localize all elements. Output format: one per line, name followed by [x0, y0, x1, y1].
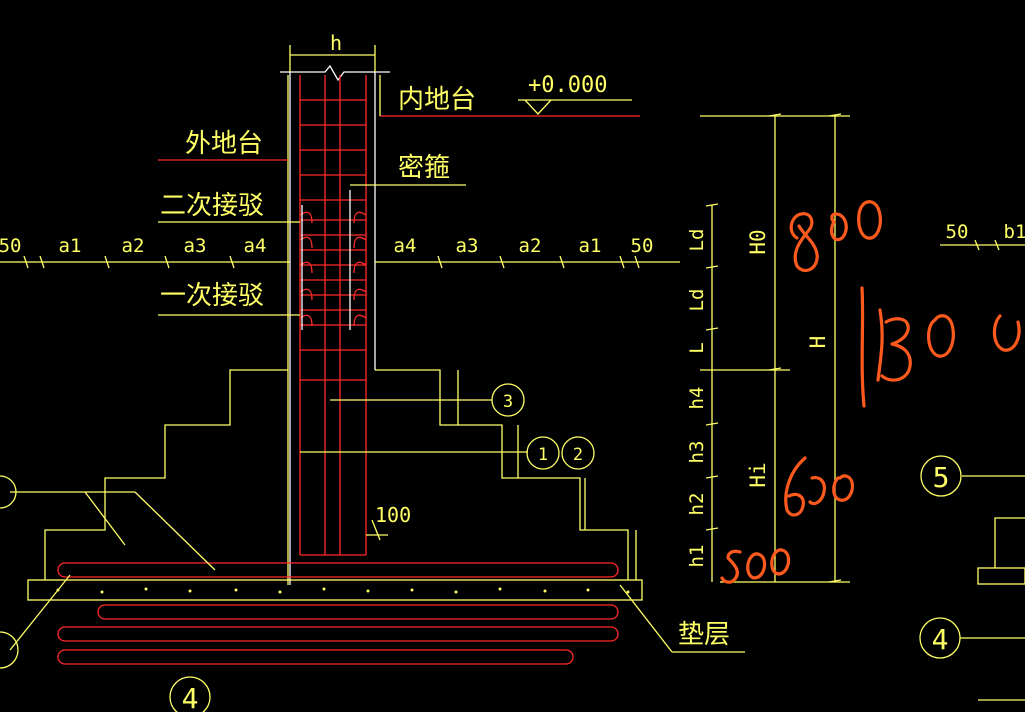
handwritten-600	[784, 456, 854, 517]
dim-100-label: 100	[375, 503, 411, 527]
vertical-dimensions	[700, 113, 850, 583]
vert-dim-h4: h4	[686, 387, 708, 410]
right-fragment	[940, 239, 1025, 701]
vert-dim-h3: h3	[686, 441, 708, 464]
right-dim-a2: a2	[519, 235, 542, 257]
left-dim-a1: a1	[59, 235, 82, 257]
vert-dim-L: L	[686, 342, 708, 353]
right-dim-50: 50	[631, 235, 654, 257]
right-dim-a3: a3	[456, 235, 479, 257]
dim-H: H	[806, 336, 830, 349]
handwritten-500	[720, 548, 791, 584]
callout-4: 4	[932, 623, 949, 656]
callout-1: 1	[538, 445, 548, 465]
left-dim-50: 50	[0, 235, 21, 257]
right-dim-a1: a1	[579, 235, 602, 257]
cushion-layer	[27, 579, 643, 601]
vert-dim-h1: h1	[686, 545, 708, 568]
elevation-label: +0.000	[528, 73, 607, 98]
vert-dim-Ld-2: Ld	[686, 289, 708, 312]
far-right-dim-50: 50	[946, 221, 969, 243]
callout-5: 5	[933, 461, 950, 494]
outer-ground-label: 外地台	[185, 129, 263, 159]
vert-dim-h2: h2	[686, 493, 708, 516]
left-dim-a2: a2	[122, 235, 145, 257]
callout-4-bottom: 4	[182, 682, 199, 712]
handwritten-1300	[860, 286, 1021, 408]
callout-2: 2	[573, 445, 583, 465]
dim-Hi: Hi	[746, 462, 770, 487]
cushion-label: 垫层	[678, 620, 730, 650]
h-label: h	[330, 31, 342, 55]
rebar	[57, 75, 619, 665]
handwritten-800	[789, 200, 882, 272]
text-labels: h +0.000 内地台 外地台 密箍 二次接驳 一次接驳 垫层 100 50 …	[0, 31, 1025, 650]
callouts: 3 1 2 5 4 4	[0, 383, 962, 712]
dense-stirrup-label: 密箍	[398, 153, 450, 183]
far-right-dim-b1: b1	[1004, 221, 1025, 243]
first-splice-label: 一次接驳	[160, 281, 264, 311]
left-dim-a3: a3	[184, 235, 207, 257]
left-dim-a4: a4	[244, 235, 267, 257]
handwritten-annotations	[720, 200, 1021, 584]
vert-dim-Ld-1: Ld	[686, 229, 708, 252]
dim-H0: H0	[746, 229, 770, 254]
second-splice-label: 二次接驳	[160, 191, 264, 221]
leader-lines	[0, 45, 745, 653]
callout-3: 3	[503, 392, 513, 412]
right-dim-a4: a4	[394, 235, 417, 257]
inner-ground-label: 内地台	[398, 85, 476, 115]
